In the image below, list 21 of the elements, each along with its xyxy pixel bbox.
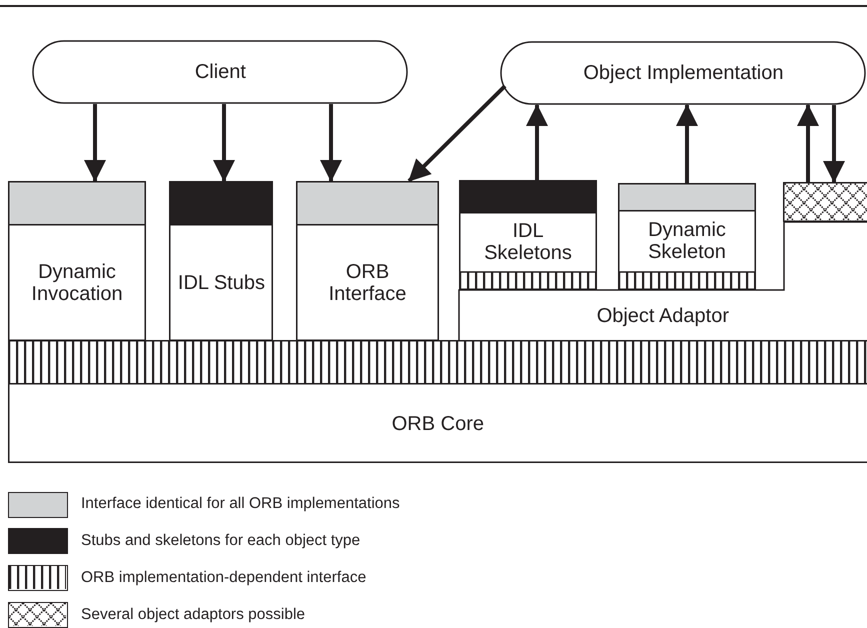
node-label: Object Adaptor [596, 304, 730, 326]
arrow [320, 104, 342, 182]
node-label: Client [194, 61, 247, 83]
node-label: ORB Interface [328, 261, 408, 305]
arrow [84, 104, 106, 182]
node-label: Dynamic Skeleton [647, 219, 727, 263]
arrow [213, 104, 235, 182]
arrow [797, 104, 819, 182]
legend-text: ORB implementation-dependent interface [81, 569, 366, 587]
legend-text: Stubs and skeletons for each object type [81, 532, 360, 550]
node-label: IDL Skeletons [483, 220, 573, 264]
node-label: Dynamic Invocation [30, 261, 124, 305]
arrow [408, 84, 506, 182]
legend-text: Interface identical for all ORB implementations [81, 495, 400, 513]
node-label: Object Implementation [582, 62, 784, 84]
arrow [823, 105, 845, 183]
node-label: ORB Core [390, 412, 485, 434]
node-label: IDL Stubs [176, 272, 266, 294]
legend-text: Several object adaptors possible [81, 606, 306, 624]
arrow [676, 104, 698, 183]
arrow [526, 104, 548, 180]
